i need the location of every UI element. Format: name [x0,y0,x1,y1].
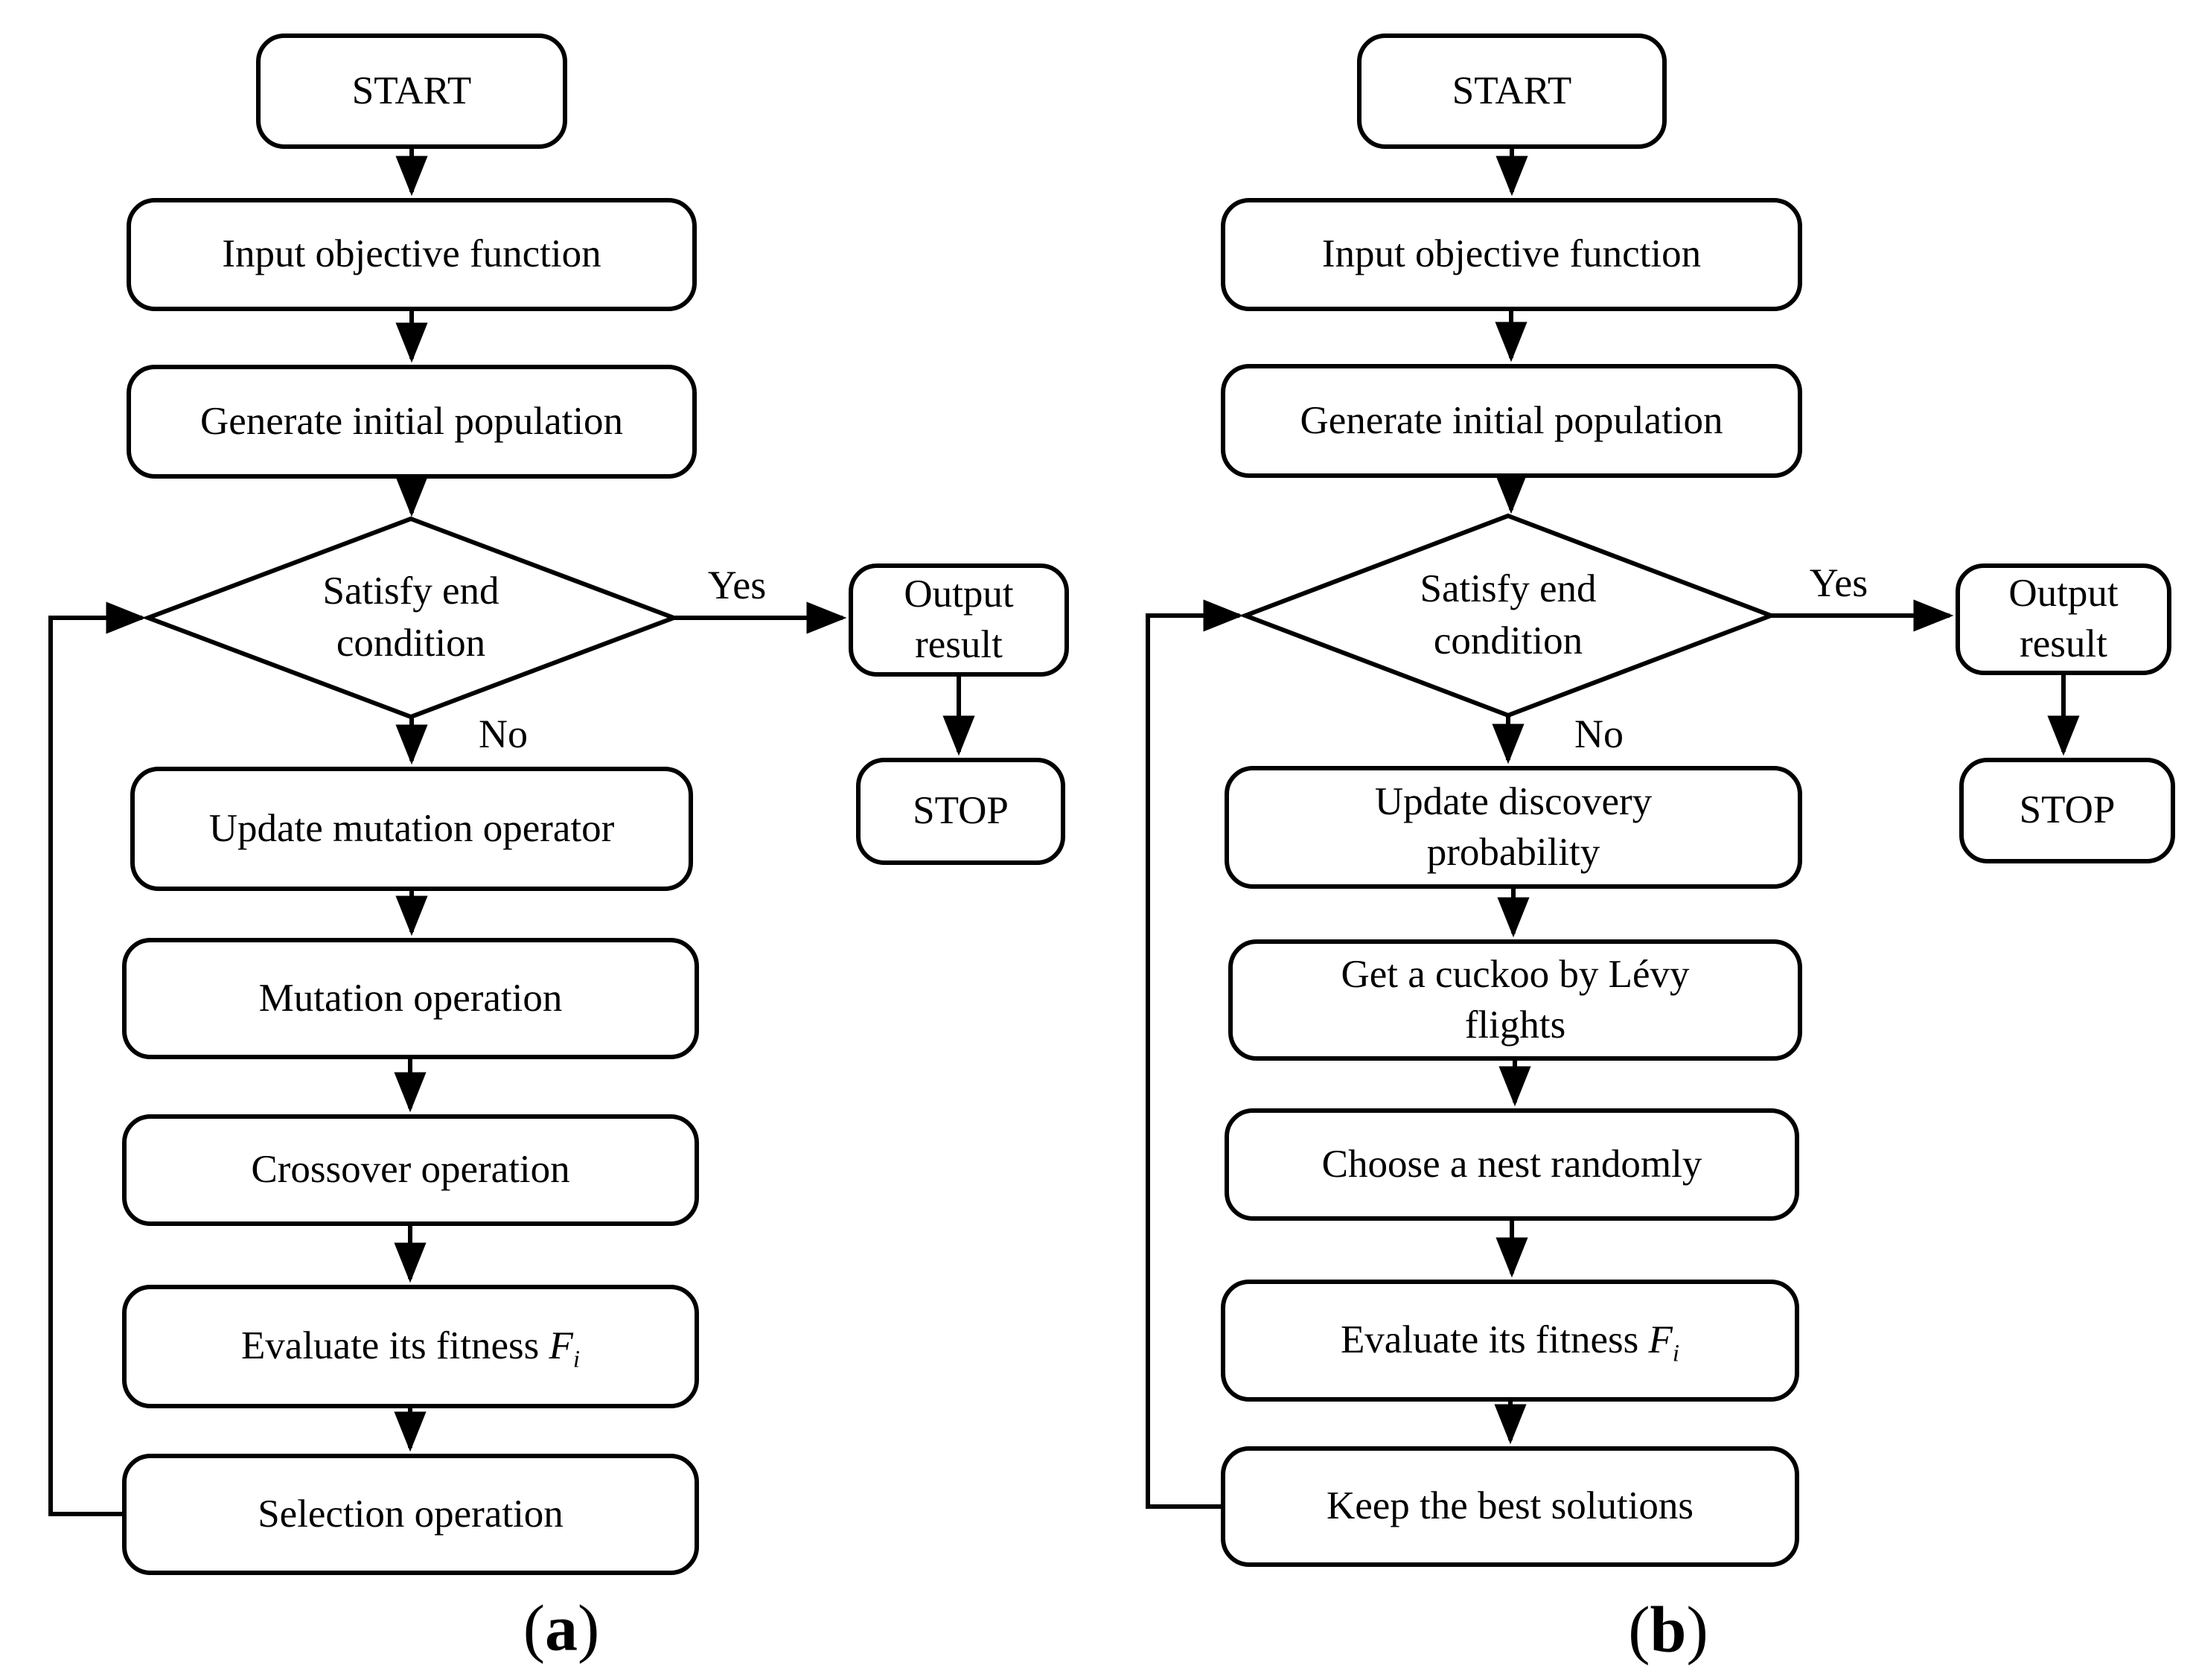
flow-a-start-box: START [256,33,567,149]
flow-a-evaluate-subscript: i [572,1346,581,1373]
flow-a-output-label: Output result [904,572,1014,666]
flow-b-step-choose-nest-label: Choose a nest randomly [1321,1142,1702,1186]
flow-b-output-box: Output result [1956,563,2171,675]
flow-a-step-mutation-label: Mutation operation [258,976,563,1020]
flow-b-stop-label: STOP [2019,788,2116,832]
arrow-b-feedback-loop [1146,599,1244,1509]
caption-a-letter: a [545,1592,578,1665]
flow-a-step-mutation-box: Mutation operation [122,938,699,1059]
flow-b-yes-label: Yes [1809,560,1868,605]
flow-b-decision-label-wrap: Satisfy end condition [1359,549,1657,683]
flow-b-evaluate-variable: F [1648,1318,1673,1362]
flow-a-step-crossover-box: Crossover operation [122,1114,699,1226]
flow-b-step-update-discovery-label: Update discovery probability [1374,779,1653,874]
flow-b-step-evaluate-label: Evaluate its fitness Fi [1341,1315,1679,1366]
flow-b-input-label: Input objective function [1321,232,1702,276]
flow-b-step-keep-best-label: Keep the best solutions [1326,1484,1694,1528]
flow-b-input-box: Input objective function [1221,198,1802,311]
flow-a-input-label: Input objective function [222,232,601,276]
flow-b-evaluate-subscript: i [1672,1340,1680,1367]
flow-b-decision-diamond [1239,513,1778,718]
flow-a-stop-box: STOP [856,758,1065,865]
arrow-a-feedback-loop [48,601,147,1516]
flow-b-start-label: START [1452,68,1572,112]
flow-a-step-update-mutation-label: Update mutation operator [208,806,615,850]
caption-b-open-paren: ( [1628,1594,1650,1667]
flow-b-decision-label: Satisfy end condition [1420,567,1597,662]
flow-a-step-evaluate-box: Evaluate its fitness Fi [122,1285,699,1408]
flow-b-generate-box: Generate initial population [1221,364,1802,478]
flow-b-step-levy-flights-box: Get a cuckoo by Lévy flights [1228,939,1802,1061]
flow-a-start-label: START [351,68,472,112]
flow-a-step-evaluate-label: Evaluate its fitness Fi [241,1321,580,1372]
flow-b-step-update-discovery-box: Update discovery probability [1225,766,1802,889]
flow-a-step-selection-label: Selection operation [258,1492,564,1536]
flow-a-generate-box: Generate initial population [127,365,697,479]
flow-b-generate-label: Generate initial population [1300,398,1723,442]
caption-b: (b) [1628,1593,1708,1668]
flow-b-stop-box: STOP [1959,758,2175,863]
flow-b-no-label: No [1574,712,1624,756]
flow-a-evaluate-variable: F [549,1324,573,1368]
flow-a-step-update-mutation-box: Update mutation operator [130,767,693,891]
flow-a-decision-label: Satisfy end condition [322,569,499,665]
flow-b-step-levy-flights-label: Get a cuckoo by Lévy flights [1341,952,1690,1047]
flow-a-input-box: Input objective function [127,198,697,311]
flow-a-decision-label-wrap: Satisfy end condition [262,551,560,685]
caption-a: (a) [523,1591,600,1667]
flow-a-evaluate-text: Evaluate its fitness [240,1324,549,1368]
flow-b-step-choose-nest-box: Choose a nest randomly [1225,1108,1799,1221]
flow-a-decision-diamond [141,516,680,720]
caption-a-close-paren: ) [578,1592,600,1665]
flow-a-step-selection-box: Selection operation [122,1454,699,1575]
flow-a-no-label: No [479,712,528,756]
flow-a-output-box: Output result [849,563,1069,677]
caption-b-letter: b [1650,1594,1687,1667]
caption-b-close-paren: ) [1686,1594,1708,1667]
flow-a-yes-label: Yes [707,563,767,607]
caption-a-open-paren: ( [523,1592,545,1665]
flow-b-start-box: START [1357,33,1667,149]
flow-b-evaluate-text: Evaluate its fitness [1340,1318,1649,1362]
flow-b-output-label: Output result [2008,572,2119,665]
flow-a-step-crossover-label: Crossover operation [251,1148,570,1192]
flow-a-generate-label: Generate initial population [199,399,624,443]
flow-a-stop-label: STOP [913,789,1009,833]
flow-b-step-evaluate-box: Evaluate its fitness Fi [1221,1280,1799,1402]
flow-b-step-keep-best-box: Keep the best solutions [1221,1446,1799,1567]
